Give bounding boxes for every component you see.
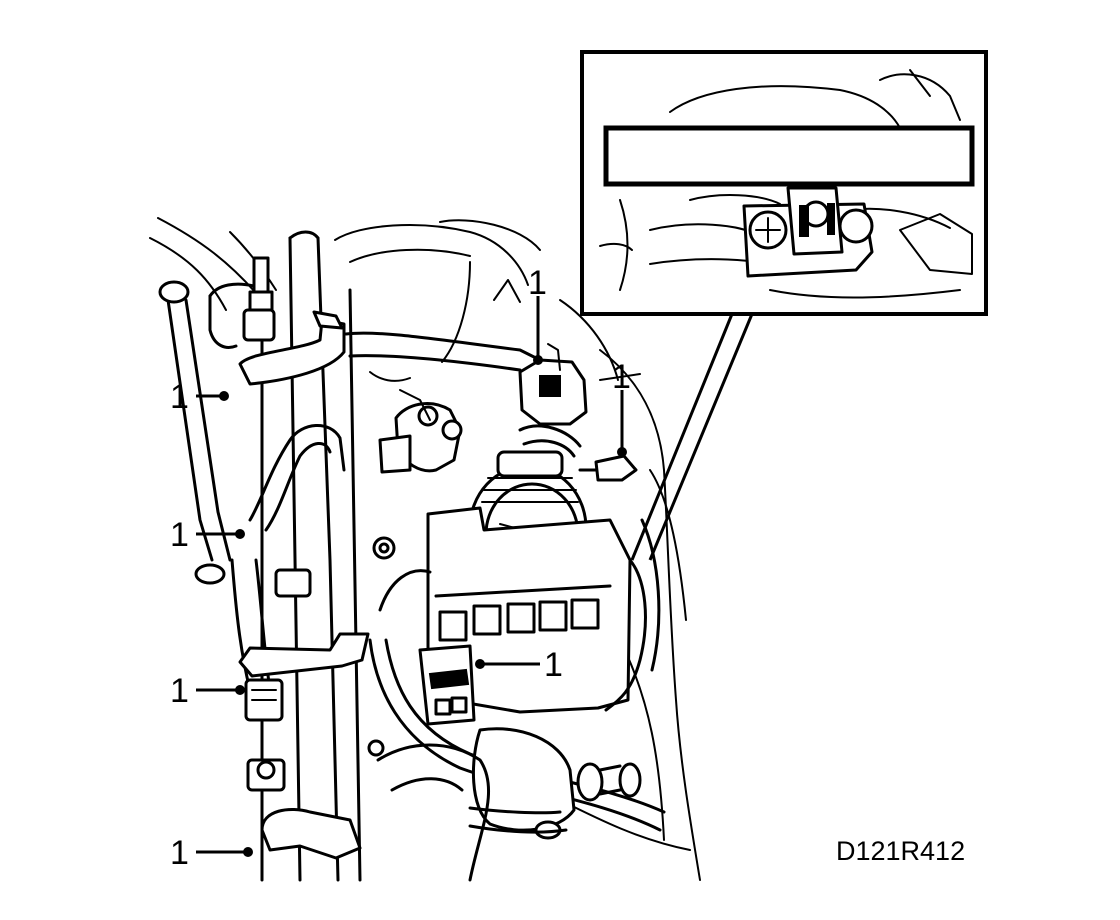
- callout-label: 1: [612, 358, 631, 396]
- figure-id-label: D121R412: [836, 836, 965, 866]
- inset-pointer-line-left: [630, 313, 734, 561]
- callout-leaders: [196, 296, 627, 857]
- callout-label: 1: [528, 264, 547, 302]
- detail-inset: [580, 50, 988, 316]
- callout-label: 1: [170, 516, 189, 554]
- callout-label: 1: [544, 646, 563, 684]
- callout-label: 1: [170, 378, 189, 416]
- callout-label: 1: [170, 672, 189, 710]
- inset-pointer-line-right: [648, 313, 754, 561]
- inset-clamp-bar: [603, 125, 975, 187]
- callout-label: 1: [170, 834, 189, 872]
- engine-illustration: [149, 217, 701, 882]
- inset-bolt-right: [838, 208, 874, 244]
